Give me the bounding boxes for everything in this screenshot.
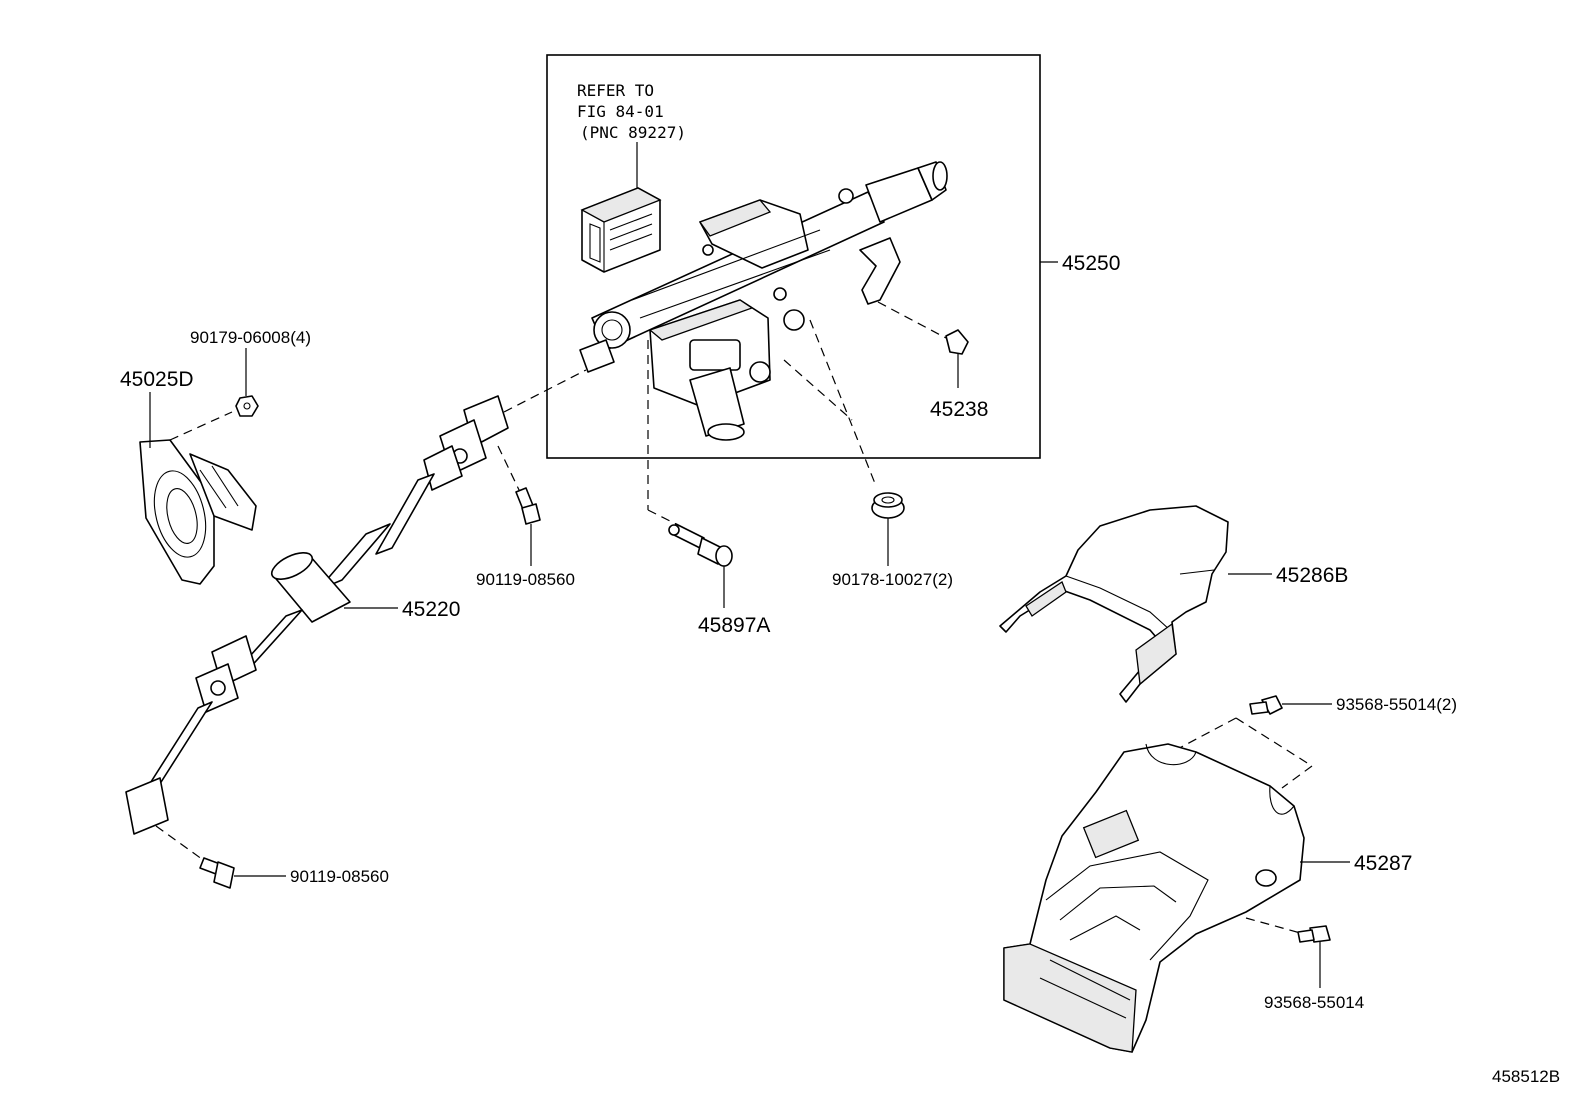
lower-bolt-icon <box>199 857 235 889</box>
part-label-45220: 45220 <box>402 598 460 621</box>
clip-icon <box>945 329 969 355</box>
part-label-45897A: 45897A <box>698 614 770 637</box>
lower-column-cover-icon <box>1003 743 1305 1053</box>
steering-column-assembly-icon <box>579 161 948 441</box>
part-label-cover-plate-nut: 90179-06008(4) <box>190 328 311 347</box>
upper-bolt-icon <box>515 487 541 525</box>
ecu-module-icon <box>580 187 662 273</box>
grommet-icon <box>871 492 905 519</box>
part-label-45286B: 45286B <box>1276 564 1348 587</box>
part-label-screw-lower: 93568-55014 <box>1264 993 1364 1012</box>
screw-upper-icon <box>1249 695 1283 715</box>
part-label-upper-bolt: 90119-08560 <box>476 570 575 589</box>
screw-lower-icon <box>1297 925 1331 943</box>
part-label-screw-upper: 93568-55014(2) <box>1336 695 1457 714</box>
intermediate-shaft-icon <box>125 395 509 835</box>
column-assembly-frame <box>546 54 1041 459</box>
cover-plate-nut-icon <box>235 395 259 417</box>
part-label-grommet: 90178-10027(2) <box>832 570 953 589</box>
refer-pnc-text: (PNC 89227) <box>580 123 686 142</box>
part-label-45238: 45238 <box>930 398 988 421</box>
refer-to-text: REFER TO <box>577 81 654 100</box>
part-label-lower-bolt: 90119-08560 <box>290 867 389 886</box>
cover-plate-icon <box>139 439 257 585</box>
illustration-id: 458512B <box>1492 1067 1560 1086</box>
column-bolt-icon <box>668 523 733 567</box>
part-label-45025D: 45025D <box>120 368 194 391</box>
part-label-45250: 45250 <box>1062 252 1120 275</box>
refer-fig-text: FIG 84-01 <box>577 102 664 121</box>
part-label-45287: 45287 <box>1354 852 1412 875</box>
upper-column-cover-icon <box>999 505 1229 703</box>
